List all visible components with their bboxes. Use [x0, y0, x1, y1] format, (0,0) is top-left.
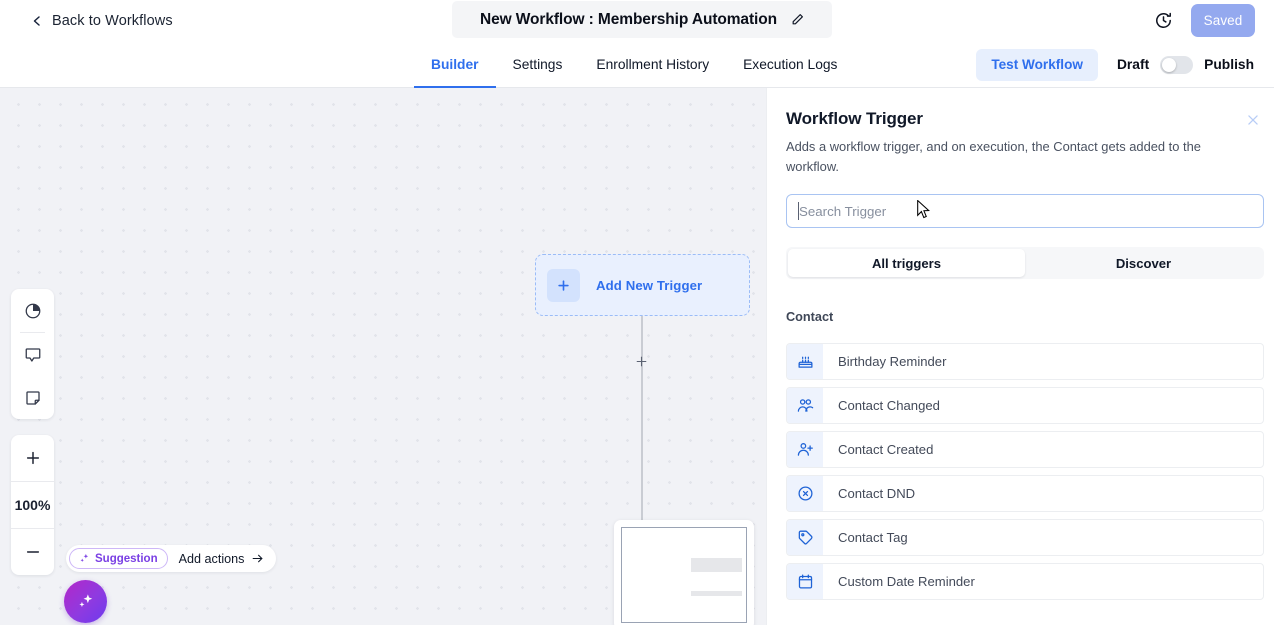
list-item[interactable]: Contact Changed: [786, 387, 1264, 424]
tag-icon: [787, 520, 823, 555]
draft-label: Draft: [1116, 57, 1150, 72]
tab-discover[interactable]: Discover: [1115, 255, 1172, 271]
users-icon: [787, 388, 823, 423]
tab-enrollment-history[interactable]: Enrollment History: [596, 57, 710, 72]
add-actions-label: Add actions: [178, 551, 245, 566]
top-bar: Back to Workflows New Workflow : Members…: [0, 0, 1274, 41]
back-to-workflows-button[interactable]: Back to Workflows: [31, 13, 173, 29]
add-actions-button[interactable]: Add actions: [179, 552, 265, 566]
workflow-canvas[interactable]: Add New Trigger END 100%: [0, 88, 766, 625]
arrow-right-icon: [251, 552, 264, 565]
minimap-node: [691, 591, 742, 596]
pie-chart-icon[interactable]: [11, 289, 54, 332]
tab-execution-logs[interactable]: Execution Logs: [743, 57, 838, 72]
suggestion-bar: Suggestion Add actions: [66, 545, 277, 572]
list-item[interactable]: Contact Created: [786, 431, 1264, 468]
workflow-trigger-panel: Workflow Trigger Adds a workflow trigger…: [766, 88, 1274, 625]
publish-toggle[interactable]: [1160, 55, 1194, 74]
list-item[interactable]: Contact Tag: [786, 519, 1264, 556]
tool-divider: [20, 332, 45, 333]
add-new-trigger-label: Add New Trigger: [596, 277, 703, 293]
save-button[interactable]: Saved: [1191, 4, 1255, 37]
add-step-plus-icon[interactable]: [634, 354, 649, 369]
zoom-controls: 100%: [11, 435, 54, 575]
add-new-trigger-node[interactable]: Add New Trigger: [535, 254, 750, 316]
zoom-divider: [11, 481, 54, 482]
search-input[interactable]: [786, 194, 1264, 228]
sparkles-icon: [76, 592, 95, 611]
top-bar-actions: Saved: [1154, 0, 1255, 41]
zoom-out-button[interactable]: [11, 529, 54, 575]
close-icon[interactable]: [1243, 110, 1263, 130]
text-caret: [798, 202, 799, 220]
comment-icon[interactable]: [11, 333, 54, 376]
trigger-source-segmented-control: All triggers Discover: [786, 247, 1264, 279]
clock-rewind-icon[interactable]: [1154, 11, 1173, 30]
plus-icon: [547, 268, 580, 302]
list-item-label: Birthday Reminder: [838, 354, 947, 369]
trigger-list: Birthday Reminder Contact Changed Contac…: [786, 343, 1264, 621]
minimap[interactable]: [614, 520, 754, 625]
list-item-label: Contact Tag: [838, 530, 908, 545]
panel-description: Adds a workflow trigger, and on executio…: [786, 139, 1201, 174]
chevron-left-icon: [31, 14, 43, 28]
list-item-label: Contact Created: [838, 442, 934, 457]
suggestion-pill[interactable]: Suggestion: [69, 548, 168, 569]
zoom-in-button[interactable]: [11, 435, 54, 481]
panel-title: Workflow Trigger: [786, 109, 923, 128]
tab-bar: Builder Settings Enrollment History Exec…: [0, 41, 1274, 88]
tab-builder[interactable]: Builder: [414, 41, 496, 88]
minimap-node: [691, 558, 742, 572]
list-item-label: Contact DND: [838, 486, 916, 501]
tab-settings[interactable]: Settings: [512, 57, 563, 72]
suggestion-pill-label: Suggestion: [95, 552, 158, 565]
workflow-title-chip[interactable]: New Workflow : Membership Automation: [452, 1, 832, 38]
minimap-viewport: [621, 527, 747, 623]
sparkles-icon: [79, 553, 90, 564]
list-item-label: Custom Date Reminder: [838, 574, 975, 589]
tab-bar-actions: Test Workflow Draft Publish: [976, 41, 1254, 88]
circle-x-icon: [787, 476, 823, 511]
tab-list: Builder Settings Enrollment History Exec…: [414, 41, 854, 88]
cake-icon: [787, 344, 823, 379]
test-workflow-button[interactable]: Test Workflow: [976, 48, 1098, 81]
publish-label: Publish: [1204, 57, 1254, 72]
ai-assistant-fab[interactable]: [64, 580, 107, 623]
list-item[interactable]: Birthday Reminder: [786, 343, 1264, 380]
list-item[interactable]: Custom Date Reminder: [786, 563, 1264, 600]
page-title: New Workflow : Membership Automation: [480, 10, 777, 28]
workflow-edge: [641, 316, 643, 521]
zoom-level-label[interactable]: 100%: [14, 497, 51, 513]
toggle-knob: [1162, 57, 1177, 72]
tab-all-triggers[interactable]: All triggers: [788, 249, 1025, 277]
list-item[interactable]: Contact DND: [786, 475, 1264, 512]
search-trigger-wrapper: [786, 194, 1264, 228]
canvas-tool-group: [11, 289, 54, 419]
calendar-icon: [787, 564, 823, 599]
user-plus-icon: [787, 432, 823, 467]
back-to-workflows-label: Back to Workflows: [52, 12, 173, 29]
trigger-group-title: Contact: [786, 310, 834, 324]
zoom-divider: [11, 528, 54, 529]
pencil-icon[interactable]: [791, 13, 804, 26]
note-icon[interactable]: [11, 376, 54, 419]
list-item-label: Contact Changed: [838, 398, 940, 413]
